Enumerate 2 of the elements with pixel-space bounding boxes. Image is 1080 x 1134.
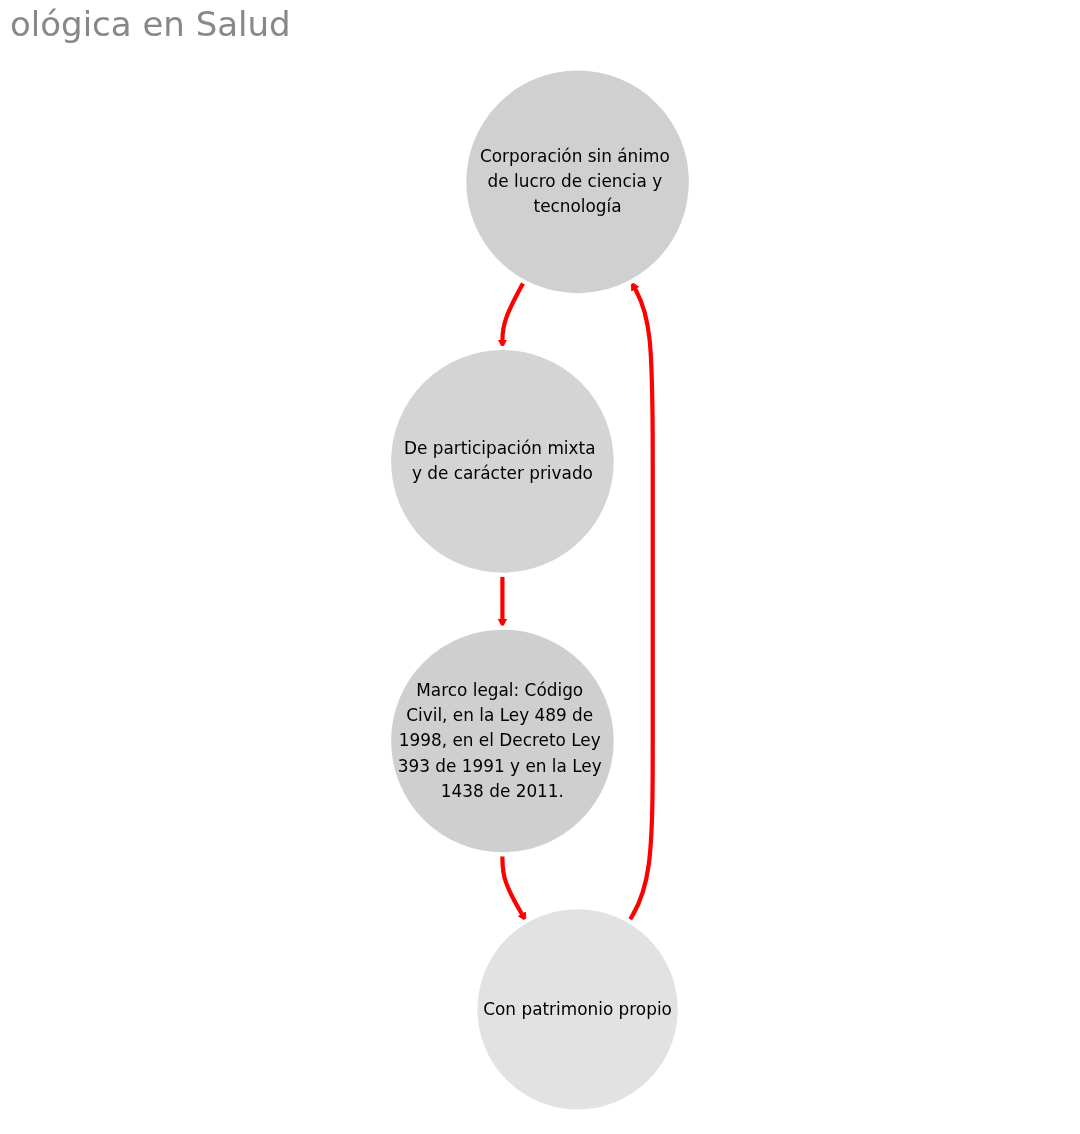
title: ológica en Salud <box>10 4 291 44</box>
arrow <box>500 854 527 922</box>
